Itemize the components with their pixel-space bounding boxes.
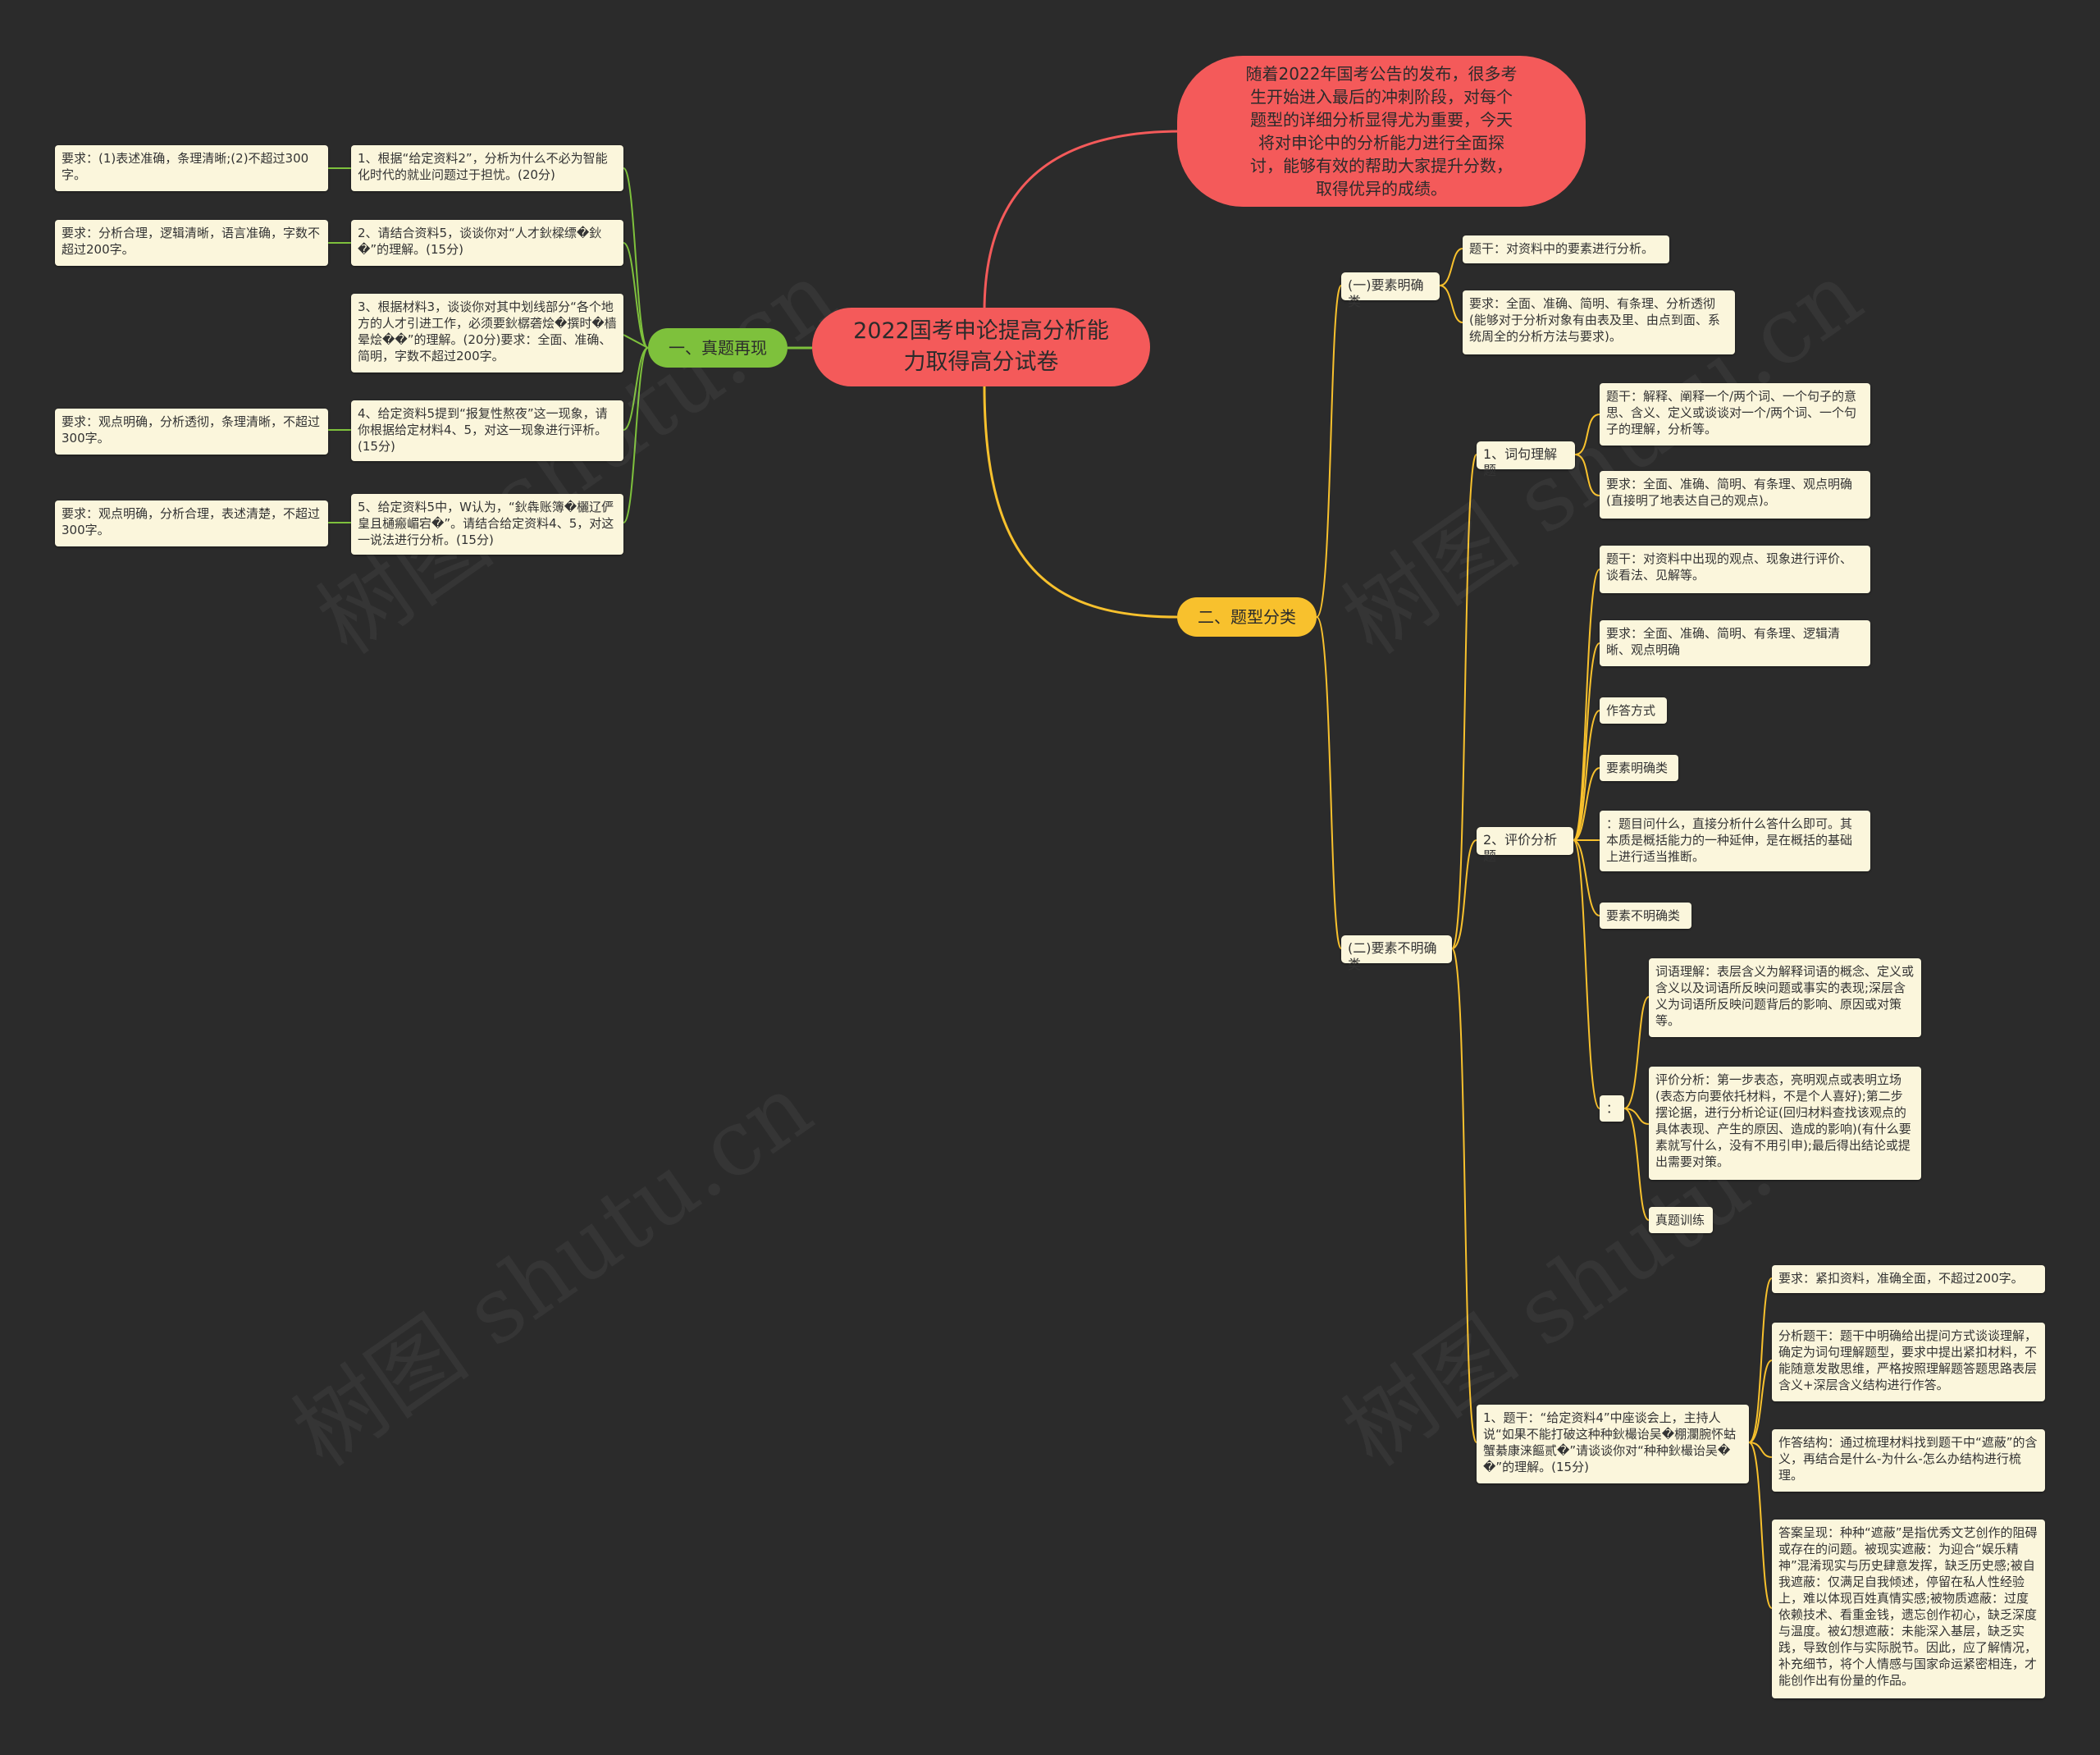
- word-stem[interactable]: 题干：解释、阐释一个/两个词、一个句子的意思、含义、定义或谈谈对一个/两个词、一…: [1600, 383, 1870, 446]
- eval-colon[interactable]: ：: [1600, 1095, 1624, 1122]
- answer-method[interactable]: 作答方式: [1600, 697, 1667, 724]
- branch-question-types[interactable]: 二、题型分类: [1177, 597, 1317, 637]
- q1-analysis[interactable]: 分析题干：题干中明确给出提问方式谈谈理解，确定为词句理解题型，要求中提出紧扣材料…: [1772, 1323, 2045, 1401]
- clear-stem[interactable]: 题干：对资料中的要素进行分析。: [1463, 235, 1669, 263]
- q1-answer[interactable]: 答案呈现：种种“遮蔽”是指优秀文艺创作的阻碍或存在的问题。被现实遮蔽：为迎合“娱…: [1772, 1520, 2045, 1698]
- q1-node[interactable]: 1、题干：“给定资料4”中座谈会上，主持人说“如果不能打破这种种鈥樶诒吴�棚瀾腕…: [1477, 1405, 1749, 1483]
- eval-sub-analysis[interactable]: 评价分析：第一步表态，亮明观点或表明立场(表态方向要依托材料，不是个人喜好);第…: [1649, 1067, 1921, 1180]
- eval-clear-elements[interactable]: 要素明确类: [1600, 755, 1678, 781]
- root-node[interactable]: 2022国考申论提高分析能力取得高分试卷: [812, 308, 1150, 386]
- eval-analysis-node[interactable]: 2、评价分析题: [1477, 827, 1573, 864]
- unclear-elements-node[interactable]: (二)要素不明确类: [1341, 935, 1452, 972]
- eval-sub-word[interactable]: 词语理解：表层含义为解释词语的概念、定义或含义以及词语所反映问题或事实的表现;深…: [1649, 958, 1921, 1037]
- root-title: 2022国考申论提高分析能力取得高分试卷: [853, 318, 1109, 375]
- question-4[interactable]: 4、给定资料5提到“报复性熬夜”这一现象，请你根据给定材料4、5，对这一现象进行…: [351, 400, 623, 461]
- q1-structure[interactable]: 作答结构：通过梳理材料找到题干中“遮蔽”的含义，再结合是什么-为什么-怎么办结构…: [1772, 1429, 2045, 1492]
- intro-text: 随着2022年国考公告的发布，很多考生开始进入最后的冲刺阶段，对每个题型的详细分…: [1245, 64, 1518, 199]
- branch-real-questions[interactable]: 一、真题再现: [648, 328, 788, 368]
- eval-stem[interactable]: 题干：对资料中出现的观点、现象进行评价、谈看法、见解等。: [1600, 546, 1870, 593]
- intro-node[interactable]: 随着2022年国考公告的发布，很多考生开始进入最后的冲刺阶段，对每个题型的详细分…: [1177, 56, 1586, 207]
- requirement-1[interactable]: 要求：(1)表述准确，条理清晰;(2)不超过300字。: [55, 145, 328, 191]
- requirement-5[interactable]: 要求：观点明确，分析合理，表述清楚，不超过300字。: [55, 500, 328, 546]
- eval-clear-desc[interactable]: ：题目问什么，直接分析什么答什么即可。其本质是概括能力的一种延伸，是在概括的基础…: [1600, 811, 1870, 871]
- question-3[interactable]: 3、根据材料3，谈谈你对其中划线部分“各个地方的人才引进工作，必须要鈥樼砻烩�撰…: [351, 294, 623, 372]
- clear-elements-node[interactable]: (一)要素明确类: [1341, 272, 1440, 309]
- requirement-2[interactable]: 要求：分析合理，逻辑清晰，语言准确，字数不超过200字。: [55, 220, 328, 266]
- eval-sub-practice[interactable]: 真题训练: [1649, 1207, 1713, 1233]
- clear-req[interactable]: 要求：全面、准确、简明、有条理、分析透彻(能够对于分析对象有由表及里、由点到面、…: [1463, 290, 1735, 354]
- question-1[interactable]: 1、根据“给定资料2”，分析为什么不必为智能化时代的就业问题过于担忧。(20分): [351, 145, 623, 191]
- question-5[interactable]: 5、给定资料5中，W认为，“鈥犇账簿�欐辽俨皇且樋瘢嵋宕�”。请结合给定资料4、…: [351, 494, 623, 555]
- word-understanding-node[interactable]: 1、词句理解题: [1477, 441, 1575, 478]
- eval-unclear-elements[interactable]: 要素不明确类: [1600, 903, 1691, 929]
- word-req[interactable]: 要求：全面、准确、简明、有条理、观点明确(直接明了地表达自己的观点)。: [1600, 471, 1870, 519]
- question-2[interactable]: 2、请结合资料5，谈谈你对“人才鈥樑缥�鈥�”的理解。(15分): [351, 220, 623, 266]
- requirement-4[interactable]: 要求：观点明确，分析透彻，条理清晰，不超过300字。: [55, 409, 328, 455]
- q1-requirement[interactable]: 要求：紧扣资料，准确全面，不超过200字。: [1772, 1265, 2045, 1293]
- eval-req[interactable]: 要求：全面、准确、简明、有条理、逻辑清晰、观点明确: [1600, 620, 1870, 666]
